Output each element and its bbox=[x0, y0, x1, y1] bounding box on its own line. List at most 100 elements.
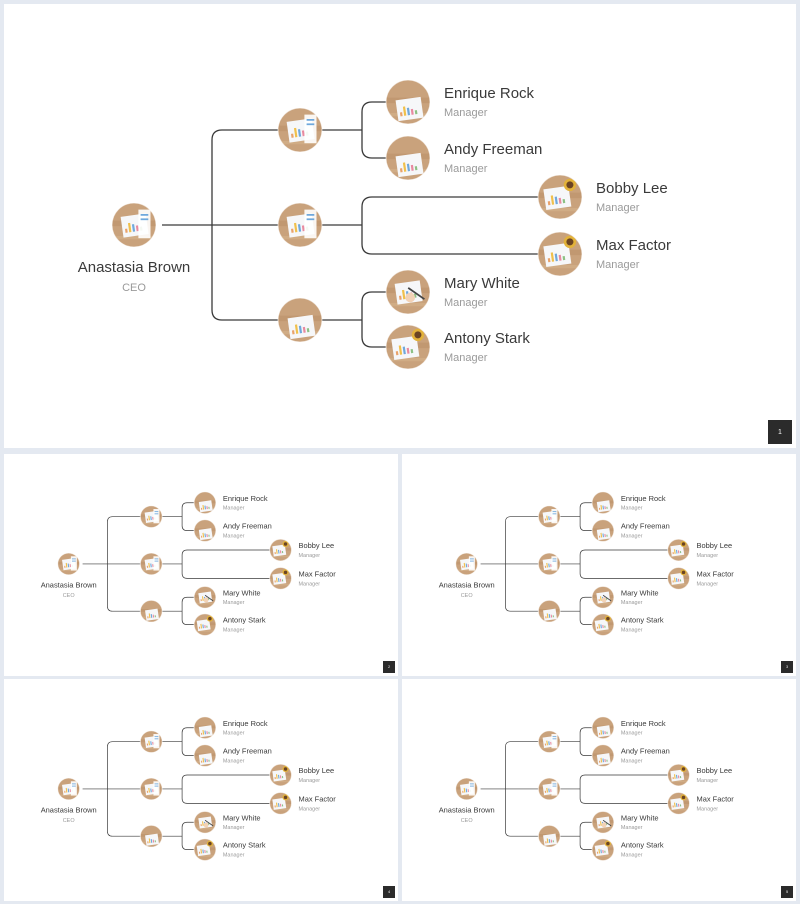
person-name: Antony Stark bbox=[621, 841, 664, 850]
report-desk-photo-icon bbox=[455, 777, 478, 800]
person-name: Andy Freeman bbox=[621, 747, 670, 756]
connector-line bbox=[505, 516, 550, 612]
coffee-desk-photo-icon bbox=[538, 175, 582, 219]
person-name: Antony Stark bbox=[621, 616, 664, 625]
report-desk-photo-icon bbox=[538, 505, 561, 528]
person-role: Manager bbox=[299, 581, 321, 587]
root-role: CEO bbox=[63, 593, 75, 599]
report-desk-photo-icon bbox=[140, 505, 163, 528]
person-name: Andy Freeman bbox=[223, 747, 272, 756]
page-number-badge: 4 bbox=[383, 886, 395, 898]
root-name: Anastasia Brown bbox=[439, 805, 495, 814]
person-name: Andy Freeman bbox=[223, 522, 272, 531]
coffee-desk-photo-icon bbox=[269, 567, 292, 590]
person-name: Enrique Rock bbox=[621, 719, 666, 728]
connector-line bbox=[579, 774, 679, 804]
coffee-desk-photo-icon bbox=[269, 764, 292, 786]
person-role: Manager bbox=[621, 628, 643, 634]
connector-line bbox=[181, 821, 205, 850]
connector-line bbox=[579, 727, 603, 756]
person-name: Mary White bbox=[223, 588, 261, 597]
coffee-desk-photo-icon bbox=[386, 325, 430, 369]
person-name: Mary White bbox=[444, 275, 520, 292]
report-desk-photo-icon bbox=[140, 552, 163, 575]
person-name: Max Factor bbox=[697, 794, 735, 803]
person-role: Manager bbox=[444, 352, 488, 364]
person-role: Manager bbox=[223, 628, 245, 634]
report-desk-photo-icon bbox=[455, 552, 478, 575]
connector-line bbox=[211, 129, 300, 321]
connector-line bbox=[181, 596, 205, 625]
connector-line bbox=[181, 549, 281, 579]
root-name: Anastasia Brown bbox=[78, 259, 191, 276]
person-role: Manager bbox=[223, 759, 245, 765]
connector-line bbox=[181, 774, 281, 804]
person-role: Manager bbox=[223, 825, 245, 831]
wood-desk-photo-icon bbox=[194, 519, 216, 542]
person-role: Manager bbox=[621, 506, 643, 512]
wood-desk-photo-icon bbox=[140, 825, 163, 848]
wood-desk-photo-icon bbox=[140, 600, 163, 623]
person-name: Max Factor bbox=[697, 569, 735, 578]
pen-report-photo-icon bbox=[194, 811, 216, 834]
connector-line bbox=[181, 727, 205, 756]
report-desk-photo-icon bbox=[57, 777, 80, 800]
report-desk-photo-icon bbox=[278, 108, 322, 152]
person-name: Antony Stark bbox=[444, 330, 530, 347]
report-desk-photo-icon bbox=[278, 203, 322, 247]
person-role: Manager bbox=[596, 259, 640, 271]
wood-desk-photo-icon bbox=[386, 136, 430, 180]
wood-desk-photo-icon bbox=[592, 491, 614, 514]
coffee-desk-photo-icon bbox=[538, 232, 582, 276]
coffee-desk-photo-icon bbox=[667, 764, 690, 786]
report-desk-photo-icon bbox=[140, 777, 163, 800]
wood-desk-photo-icon bbox=[386, 80, 430, 124]
person-name: Mary White bbox=[621, 588, 659, 597]
report-desk-photo-icon bbox=[538, 777, 561, 800]
wood-desk-photo-icon bbox=[194, 491, 216, 514]
wood-desk-photo-icon bbox=[538, 600, 561, 623]
person-name: Antony Stark bbox=[223, 616, 266, 625]
wood-desk-photo-icon bbox=[194, 716, 216, 739]
connector-line bbox=[579, 821, 603, 850]
person-role: Manager bbox=[444, 297, 488, 309]
root-role: CEO bbox=[122, 282, 146, 294]
coffee-desk-photo-icon bbox=[667, 539, 690, 561]
person-role: Manager bbox=[444, 107, 488, 119]
report-desk-photo-icon bbox=[538, 730, 561, 753]
page-number-badge: 2 bbox=[383, 661, 395, 673]
wood-desk-photo-icon bbox=[592, 519, 614, 542]
connector-line bbox=[361, 101, 408, 159]
person-name: Mary White bbox=[223, 813, 261, 822]
person-role: Manager bbox=[621, 731, 643, 737]
person-name: Bobby Lee bbox=[596, 180, 668, 197]
connector-line bbox=[181, 502, 205, 531]
person-role: Manager bbox=[596, 202, 640, 214]
person-role: Manager bbox=[444, 163, 488, 175]
connector-line bbox=[579, 502, 603, 531]
root-name: Anastasia Brown bbox=[439, 580, 495, 589]
person-role: Manager bbox=[223, 534, 245, 540]
person-role: Manager bbox=[299, 553, 321, 559]
person-name: Enrique Rock bbox=[621, 494, 666, 503]
person-name: Enrique Rock bbox=[444, 85, 535, 102]
coffee-desk-photo-icon bbox=[194, 838, 216, 861]
connector-line bbox=[361, 196, 560, 255]
person-role: Manager bbox=[299, 806, 321, 812]
pen-report-photo-icon bbox=[592, 586, 614, 609]
page-number-badge: 1 bbox=[768, 420, 792, 444]
person-name: Mary White bbox=[621, 813, 659, 822]
pen-report-photo-icon bbox=[194, 586, 216, 609]
coffee-desk-photo-icon bbox=[269, 792, 292, 815]
person-role: Manager bbox=[621, 600, 643, 606]
person-name: Andy Freeman bbox=[444, 141, 542, 158]
connector-line bbox=[579, 549, 679, 579]
person-role: Manager bbox=[621, 534, 643, 540]
